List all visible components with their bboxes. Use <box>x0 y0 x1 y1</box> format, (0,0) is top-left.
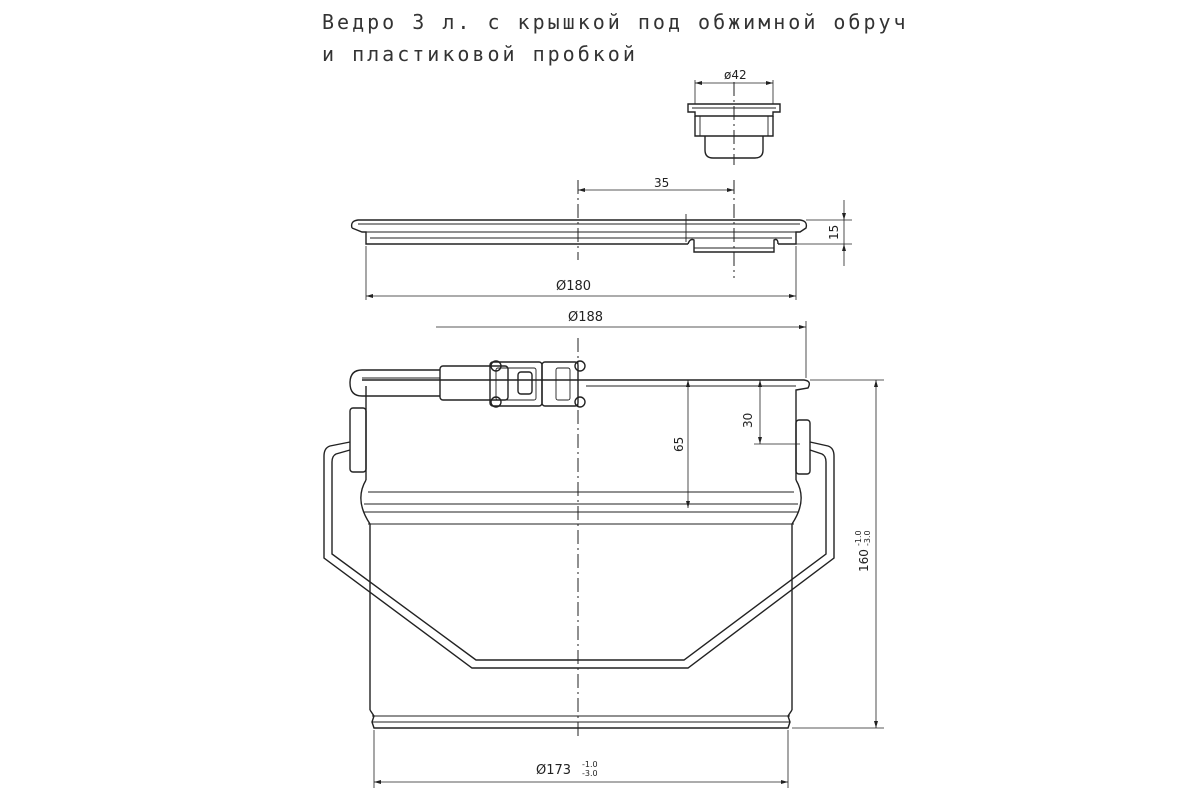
dim-bottom-tol-upper: -1.0 <box>582 760 598 769</box>
dim-rim-diameter: Ø188 <box>568 310 603 325</box>
dim-plug-diameter: ø42 <box>724 68 747 82</box>
arrow <box>686 501 690 508</box>
dim-depth-65: 65 <box>672 437 686 452</box>
dim-lid-offset-lines <box>578 188 734 192</box>
arrow <box>758 437 762 444</box>
dim-lid-diameter-lines <box>365 246 797 300</box>
title-line-2: и пластиковой пробкой <box>322 42 638 66</box>
arrow <box>578 188 585 192</box>
dim-depth-65-lines <box>686 380 690 508</box>
title-line-1: Ведро 3 л. с крышкой под обжимной обруч <box>322 10 909 34</box>
dim-lid-height: 15 <box>827 225 841 240</box>
arrow <box>766 81 773 85</box>
arrow <box>374 780 381 784</box>
bucket-handle <box>323 441 835 669</box>
arrow <box>686 380 690 387</box>
lid-drawing <box>350 180 808 278</box>
dim-bottom-diameter-lines <box>373 730 789 788</box>
plug-drawing <box>687 80 781 165</box>
dim-height: 160 <box>857 549 871 572</box>
arrow <box>799 325 806 329</box>
dim-bottom-diameter: Ø173 <box>536 763 571 778</box>
arrow <box>781 780 788 784</box>
dim-lid-height-lines <box>796 200 852 266</box>
dim-height-tol-upper: -1.0 <box>854 530 863 546</box>
arrow <box>789 294 796 298</box>
arrow <box>874 380 878 387</box>
dim-lid-diameter: Ø180 <box>556 279 591 294</box>
dim-lid-offset: 35 <box>654 176 669 190</box>
arrow <box>842 244 846 251</box>
dim-height-tol-lower: -3.0 <box>863 530 872 546</box>
dim-bottom-tol-lower: -3.0 <box>582 769 598 778</box>
bucket-drawing <box>349 338 811 740</box>
dim-depth-30-lines <box>754 380 800 445</box>
dim-height-group: 160 -1.0 -3.0 <box>854 530 872 572</box>
arrow <box>758 380 762 387</box>
dim-depth-30: 30 <box>741 413 755 428</box>
arrow <box>842 213 846 220</box>
arrow <box>695 81 702 85</box>
arrow <box>366 294 373 298</box>
arrow <box>727 188 734 192</box>
dim-height-lines <box>792 379 884 729</box>
latch-clamp <box>349 360 586 408</box>
arrow <box>874 721 878 728</box>
dim-rim-diameter-lines <box>436 321 807 378</box>
